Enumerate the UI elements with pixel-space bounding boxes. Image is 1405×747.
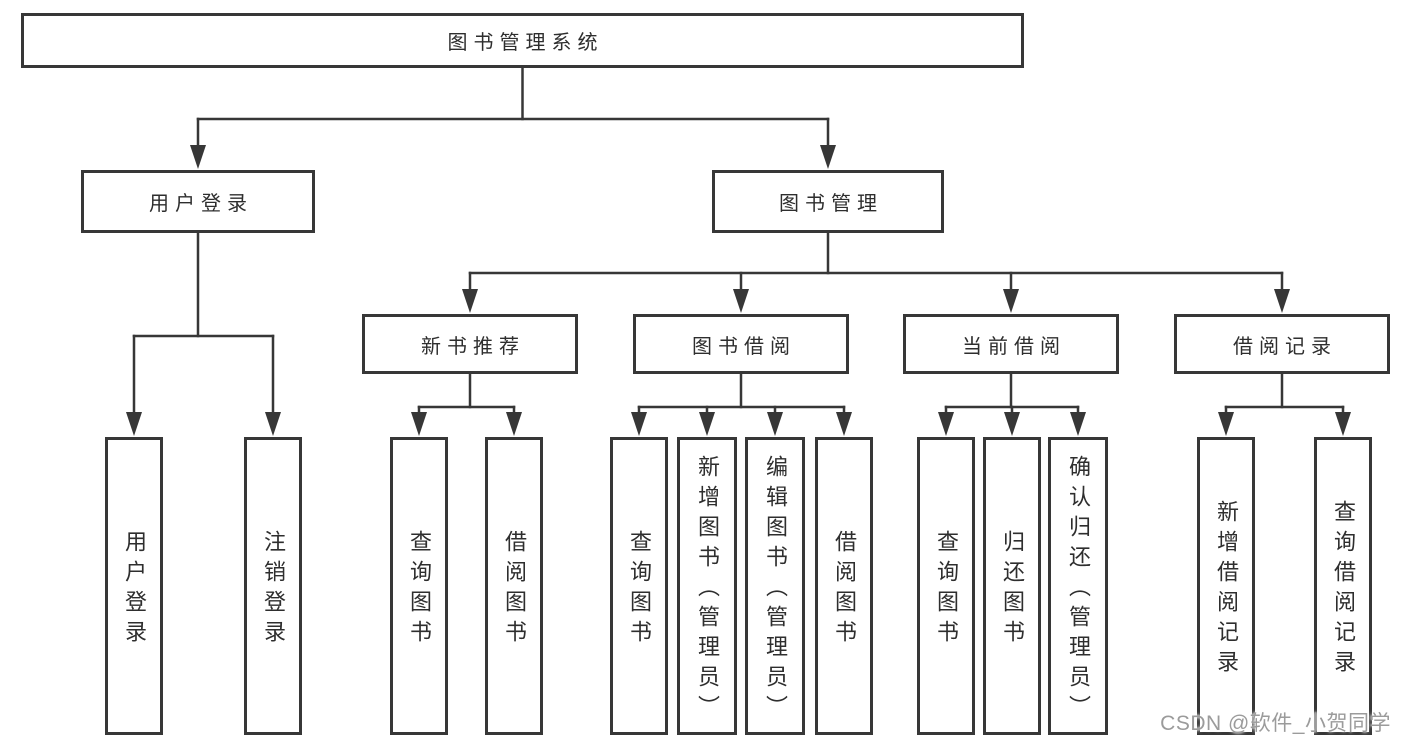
- node-br-add-record: 新增借阅记录: [1197, 437, 1255, 735]
- node-label: 确认归还（管理员）: [1066, 455, 1091, 725]
- node-bb-query-books: 查询图书: [610, 437, 668, 735]
- arrowhead-icon: [265, 412, 281, 436]
- node-rec-query-books: 查询图书: [390, 437, 448, 735]
- node-label: 新书推荐: [421, 335, 525, 358]
- node-br-query-record: 查询借阅记录: [1314, 437, 1372, 735]
- node-book-borrow: 图书借阅: [633, 314, 849, 374]
- node-label: 新增借阅记录: [1214, 500, 1239, 680]
- node-label: 借阅图书: [502, 530, 527, 650]
- node-label: 查询图书: [407, 530, 432, 650]
- arrowhead-icon: [938, 412, 954, 436]
- arrowhead-icon: [836, 412, 852, 436]
- node-new-book-rec: 新书推荐: [362, 314, 578, 374]
- node-label: 查询借阅记录: [1331, 500, 1356, 680]
- node-label: 图书借阅: [692, 335, 796, 358]
- node-login-action: 用户登录: [105, 437, 163, 735]
- node-label: 编辑图书（管理员）: [763, 455, 788, 725]
- node-label: 图书管理系统: [447, 32, 604, 54]
- arrowhead-icon: [126, 412, 142, 436]
- arrowhead-icon: [1218, 412, 1234, 436]
- arrowhead-icon: [1004, 412, 1020, 436]
- node-label: 查询图书: [627, 530, 652, 650]
- arrowhead-icon: [767, 412, 783, 436]
- arrowhead-icon: [699, 412, 715, 436]
- arrowhead-icon: [462, 289, 478, 313]
- arrowhead-icon: [1070, 412, 1086, 436]
- node-label: 查询图书: [934, 530, 959, 650]
- arrowhead-icon: [411, 412, 427, 436]
- arrowhead-icon: [506, 412, 522, 436]
- arrowhead-icon: [631, 412, 647, 436]
- arrowhead-icon: [1274, 289, 1290, 313]
- node-bb-borrow-books: 借阅图书: [815, 437, 873, 735]
- node-label: 图书管理: [779, 193, 883, 215]
- node-bb-add-books: 新增图书（管理员）: [677, 437, 737, 735]
- node-user-login: 用户登录: [81, 170, 315, 233]
- node-root: 图书管理系统: [21, 13, 1024, 68]
- node-label: 借阅记录: [1233, 335, 1337, 358]
- node-cb-confirm-return: 确认归还（管理员）: [1048, 437, 1108, 735]
- node-label: 新增图书（管理员）: [695, 455, 720, 725]
- node-rec-borrow-books: 借阅图书: [485, 437, 543, 735]
- node-label: 归还图书: [1000, 530, 1025, 650]
- arrowhead-icon: [733, 289, 749, 313]
- arrowhead-icon: [820, 145, 836, 169]
- node-book-mgmt: 图书管理: [712, 170, 944, 233]
- csdn-watermark: CSDN @软件_小贺同学: [1160, 712, 1391, 735]
- node-current-borrow: 当前借阅: [903, 314, 1119, 374]
- arrowhead-icon: [1003, 289, 1019, 313]
- node-label: 当前借阅: [962, 335, 1066, 358]
- node-label: 用户登录: [149, 193, 253, 215]
- node-cb-return-books: 归还图书: [983, 437, 1041, 735]
- node-logout-action: 注销登录: [244, 437, 302, 735]
- node-bb-edit-books: 编辑图书（管理员）: [745, 437, 805, 735]
- node-borrow-records: 借阅记录: [1174, 314, 1390, 374]
- node-cb-query-books: 查询图书: [917, 437, 975, 735]
- node-label: 借阅图书: [832, 530, 857, 650]
- node-label: 用户登录: [122, 530, 147, 650]
- node-label: 注销登录: [261, 530, 286, 650]
- arrowhead-icon: [1335, 412, 1351, 436]
- arrowhead-icon: [190, 145, 206, 169]
